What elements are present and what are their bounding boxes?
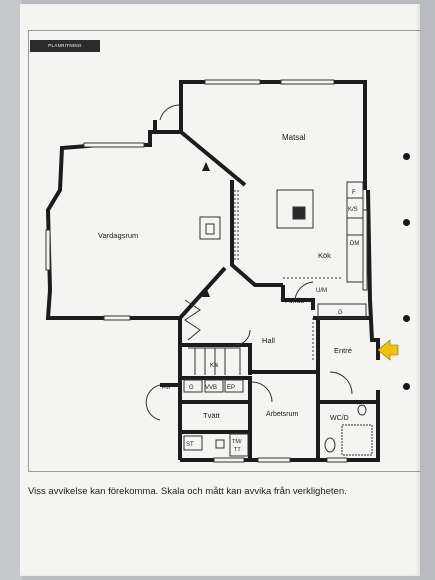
interior-wall: [281, 285, 315, 310]
door-swing: [145, 384, 161, 421]
binder-hole: [403, 219, 410, 226]
direction-arrow-icon: [202, 287, 210, 297]
binder-hole: [403, 383, 410, 390]
room-label-klk: Klk: [210, 363, 219, 369]
fixture-label-ep: EP: [227, 385, 235, 391]
door-swing: [329, 371, 353, 395]
interior-wall: [178, 266, 227, 320]
page-frame: [28, 30, 421, 472]
fixture-label-g-klk: G: [189, 385, 194, 391]
interior-wall: [180, 343, 252, 375]
room-label-kok: Kök: [318, 251, 331, 260]
outer-wall: [45, 120, 182, 460]
fixture-label-tt: TT: [234, 447, 241, 453]
room-label-forrad: Förråd: [285, 297, 305, 305]
section-tab: PLANRITNING: [30, 40, 100, 52]
fixture-label-ks: K/S: [348, 207, 358, 213]
outer-wall: [160, 360, 182, 387]
room-label-wcd: WC/D: [330, 415, 349, 422]
fireplace: [199, 216, 221, 240]
interior-wall: [179, 130, 247, 187]
room-label-hall: Hall: [262, 336, 275, 345]
fixture-label-vvb: VVB: [205, 385, 217, 391]
kitchen-counter: [346, 181, 364, 283]
fixture-label-tm: TM/: [232, 439, 242, 445]
room-label-matsal: Matsal: [282, 133, 306, 142]
shower: [341, 424, 373, 456]
door-swing: [294, 281, 314, 301]
fixture-label-g-kok: G: [338, 310, 343, 316]
fixture-label-dm: DM: [350, 241, 359, 247]
door-swing: [234, 329, 251, 346]
cooktop: [292, 206, 306, 220]
document-page: [20, 4, 420, 576]
fixture-label-fm: FM: [162, 385, 170, 391]
door-swing: [251, 381, 273, 403]
room-label-vardagsrum: Vardagsrum: [98, 231, 138, 240]
room-label-entre: Entré: [334, 346, 352, 355]
kitchen-island: [276, 189, 314, 229]
fixture-label-f: F: [352, 190, 356, 196]
entry-arrow-icon: [377, 339, 399, 361]
interior-wall: [230, 180, 283, 287]
tm-tt-unit: [229, 433, 249, 457]
room-label-tvatt: Tvätt: [203, 411, 221, 420]
binder-hole: [403, 153, 410, 160]
outer-wall: [160, 88, 183, 134]
disclaimer-text: Viss avvikelse kan förekomma. Skala och …: [28, 486, 347, 497]
toilet: [324, 437, 336, 453]
staircase: [184, 299, 201, 341]
sink: [357, 404, 367, 416]
binder-hole: [403, 315, 410, 322]
room-label-arbetsrum: Arbetsrum: [266, 411, 298, 418]
outer-wall: [180, 390, 380, 462]
door-swing: [159, 104, 181, 121]
fixture-label-um: U/M: [316, 288, 327, 294]
staircase: [188, 347, 241, 375]
fixture-label-st: ST: [186, 442, 194, 448]
page-edge: [0, 0, 22, 580]
outer-wall: [366, 189, 380, 360]
direction-arrow-icon: [202, 162, 210, 171]
outer-wall: [179, 80, 367, 190]
